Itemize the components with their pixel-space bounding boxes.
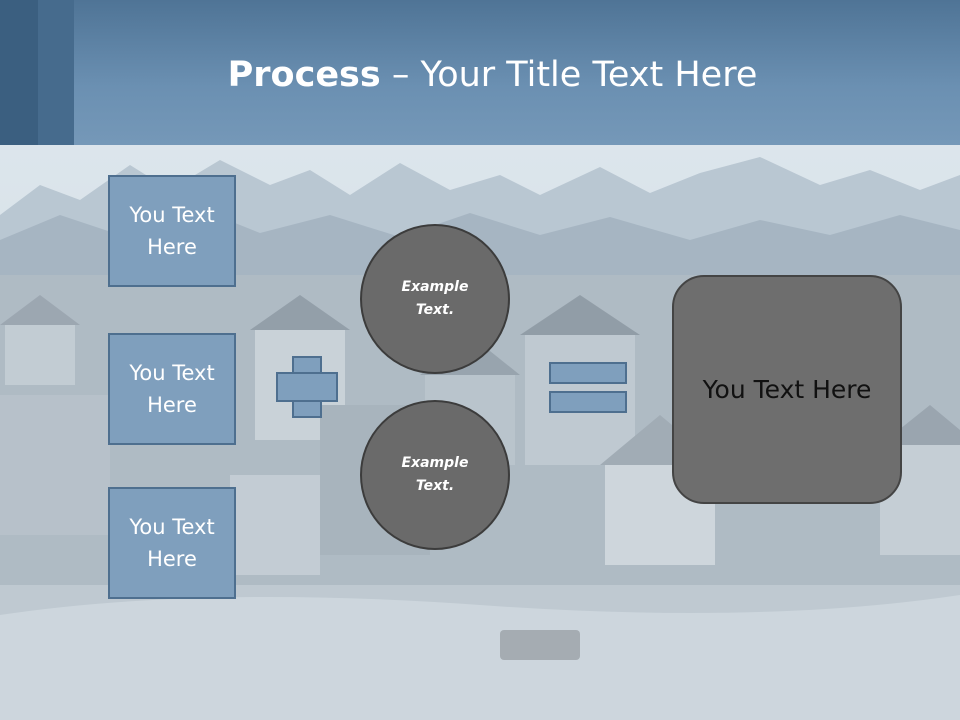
- title-rest: – Your Title Text Here: [380, 55, 758, 95]
- text-box-1[interactable]: You Text Here: [108, 175, 236, 287]
- title-bar: [0, 0, 960, 145]
- circle-label: Example Text.: [401, 279, 469, 318]
- title-bold: Process: [227, 55, 381, 95]
- circle-label: Example Text.: [401, 455, 469, 494]
- example-circle-2[interactable]: Example Text.: [360, 400, 510, 550]
- equals-sign-top-bar: [549, 362, 627, 384]
- equals-sign-bottom-bar: [549, 391, 627, 413]
- result-box[interactable]: You Text Here: [672, 275, 902, 504]
- text-box-label: You Text Here: [129, 361, 215, 417]
- example-circle-1[interactable]: Example Text.: [360, 224, 510, 374]
- result-label: You Text Here: [702, 375, 872, 404]
- text-box-label: You Text Here: [129, 203, 215, 259]
- text-box-3[interactable]: You Text Here: [108, 487, 236, 599]
- text-box-label: You Text Here: [129, 515, 215, 571]
- slide-title[interactable]: Process – Your Title Text Here: [0, 52, 960, 98]
- text-box-2[interactable]: You Text Here: [108, 333, 236, 445]
- plus-sign-center: [294, 374, 320, 400]
- header-accent-stripe: [38, 0, 74, 145]
- header-accent-stripe: [0, 0, 38, 145]
